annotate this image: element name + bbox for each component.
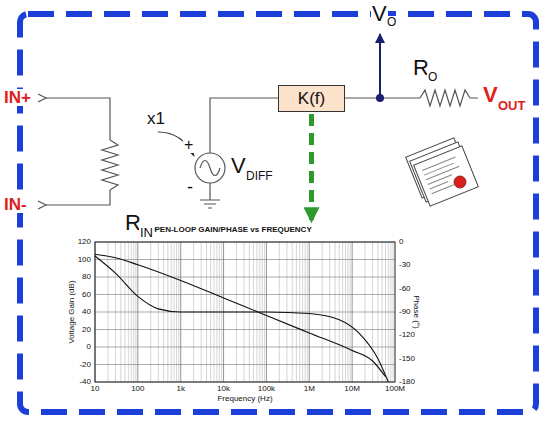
macro-model-boundary (20, 14, 536, 412)
signal-subscript: OUT (497, 99, 526, 112)
axis-title: Voltage Gain (dB) (68, 279, 76, 344)
tick-label: 0 (398, 238, 404, 246)
tick-label: 20 (81, 326, 92, 334)
terminal-name: IN+ (3, 89, 32, 106)
bode-plot (95, 242, 395, 382)
dashed-arrow (309, 114, 314, 220)
tick-label: 100k (257, 385, 276, 393)
datasheet-icon (406, 138, 479, 206)
input-terminal (38, 201, 46, 209)
grid-line (95, 294, 395, 295)
grid-line (95, 259, 395, 260)
tick-label: 120 (77, 238, 92, 246)
tick-label: 40 (81, 308, 92, 316)
chart-panel: OPEN-LOOP GAIN/PHASE vs FREQUENCY (40, 222, 420, 404)
tick-label: -20 (78, 361, 92, 369)
tick-label: 100M (384, 385, 406, 393)
input-terminal (38, 94, 46, 102)
ground-symbol (200, 200, 220, 208)
signal-subscript: DIFF (245, 170, 274, 182)
tick-label: 10k (216, 385, 231, 393)
output-node-arrow (379, 34, 381, 98)
grid-line (95, 364, 395, 365)
grid-line (95, 347, 395, 348)
tick-label: -150 (398, 355, 416, 363)
box-label: K(f) (298, 90, 325, 107)
wire (46, 98, 110, 140)
tick-label: 100 (130, 385, 145, 393)
component-subscript: IN (139, 226, 154, 239)
sine-symbol (200, 161, 220, 176)
tick-label: 10M (343, 385, 361, 393)
tick-label: -90 (398, 308, 412, 316)
wire (210, 98, 278, 153)
chart-title: OPEN-LOOP GAIN/PHASE vs FREQUENCY (148, 226, 311, 234)
gain-curve (95, 254, 385, 377)
transfer-function-box: K(f) (278, 85, 345, 112)
tick-label: -30 (398, 261, 412, 269)
wire (46, 190, 110, 205)
tick-label: 60 (81, 291, 92, 299)
axis-title: Phase (°) (412, 294, 420, 329)
tick-label: -60 (398, 285, 412, 293)
component-subscript: O (427, 71, 438, 83)
tick-label: -120 (398, 331, 416, 339)
terminal-name: IN- (3, 196, 28, 213)
tick-label: 80 (81, 273, 92, 281)
tick-label: 0 (86, 343, 92, 351)
phase-curve (95, 256, 388, 382)
wire (209, 183, 210, 200)
node-dot (376, 94, 384, 102)
axis-title: Frequency (Hz) (216, 395, 273, 403)
voltage-source (195, 153, 225, 183)
plot-frame (95, 242, 395, 382)
polarity-sign: - (186, 178, 194, 196)
signal-subscript: O (386, 16, 397, 28)
tick-label: 1M (303, 385, 316, 393)
sheet (414, 146, 479, 206)
tick-label: 1k (175, 385, 185, 393)
grid-line (95, 277, 395, 278)
resistor-symbol (420, 90, 478, 106)
polarity-sign: + (183, 137, 194, 153)
resistor-symbol (102, 140, 118, 190)
gain-arrow (158, 132, 194, 156)
seal (454, 176, 466, 188)
tick-label: 100 (77, 256, 92, 264)
gain-label: x1 (146, 110, 166, 127)
grid-line (95, 329, 395, 330)
tick-label: 10 (90, 385, 101, 393)
